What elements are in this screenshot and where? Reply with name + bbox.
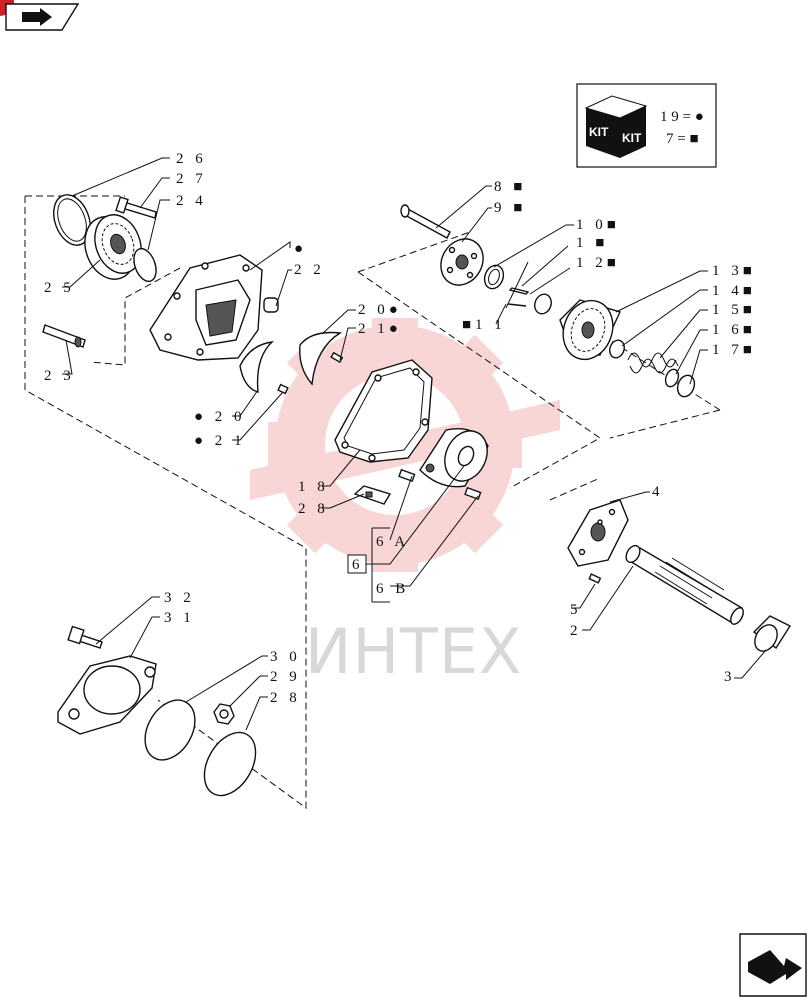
callout-21-lower: ● 2 1 xyxy=(194,433,246,449)
pin-8 xyxy=(400,204,451,239)
callout-10: 1 0■ xyxy=(576,217,620,233)
stud-23 xyxy=(42,324,86,348)
callout-1: 1 ■ xyxy=(576,235,608,251)
callout-22: 2 2 xyxy=(294,262,325,278)
callout-28-upper: 2 8 xyxy=(298,501,329,517)
callout-9: 9 ■ xyxy=(494,200,526,216)
drive-shaft-2 xyxy=(625,544,744,625)
callout-23: 2 3 xyxy=(44,368,75,384)
port-plate-9 xyxy=(440,238,484,286)
callout-18: 1 8 xyxy=(298,479,329,495)
cylinder-barrel-13 xyxy=(559,299,621,361)
callout-4: 4 xyxy=(652,484,664,500)
bolt-27 xyxy=(115,196,157,219)
callout-31: 3 1 xyxy=(164,610,195,626)
flange-cover-31 xyxy=(57,655,157,735)
spring-15 xyxy=(627,352,679,374)
callout-15: 1 5■ xyxy=(712,302,756,318)
callout-2: 2 xyxy=(570,623,582,639)
block-28 xyxy=(353,485,392,505)
pin-11 xyxy=(507,303,527,307)
o-ring-28 xyxy=(203,731,257,797)
callout-6b: 6 B xyxy=(376,581,409,597)
bushing-12 xyxy=(534,293,552,315)
callout-17: 1 7■ xyxy=(712,342,756,358)
callout-30: 3 0 xyxy=(270,649,301,665)
pin-21-left xyxy=(277,383,289,395)
kit-label-left: KIT xyxy=(589,125,609,139)
callout-26: 2 6 xyxy=(176,151,207,167)
callout-11: ■1 1 xyxy=(462,317,506,333)
pin-5 xyxy=(588,573,602,584)
gasket-18 xyxy=(334,359,433,463)
kit-note-circle: 1 9 = ● xyxy=(660,109,704,125)
pump-cover-housing xyxy=(149,254,263,361)
snap-ring-17 xyxy=(676,374,696,398)
callout-6a: 6 A xyxy=(376,534,409,550)
callout-20-upper: 2 0● xyxy=(358,302,402,318)
valve-plate-4 xyxy=(567,499,629,567)
callout-3: 3 xyxy=(724,669,736,685)
callout-21-upper: 2 1● xyxy=(358,321,402,337)
callout-6: 6 xyxy=(352,557,364,573)
kit-legend: KIT KIT 1 9 = ● 7 = ■ xyxy=(576,83,717,168)
washer-14 xyxy=(609,339,625,359)
seal-20-right xyxy=(299,331,343,386)
bushing-22 xyxy=(263,297,279,313)
callout-8: 8 ■ xyxy=(494,179,526,195)
callout-12: 1 2■ xyxy=(576,255,620,271)
cam-ring xyxy=(419,428,489,488)
snap-ring-24 xyxy=(133,247,157,283)
callout-27: 2 7 xyxy=(176,171,207,187)
callout-6-bracket xyxy=(347,527,390,603)
book-arrow-icon[interactable] xyxy=(5,3,80,31)
return-arrow-icon[interactable] xyxy=(739,933,807,997)
washer-16 xyxy=(664,368,680,388)
sleeve-3 xyxy=(752,615,792,652)
seal-20-left xyxy=(239,341,275,393)
pin-6b xyxy=(464,486,482,501)
bearing-25 xyxy=(84,214,142,280)
kit-label-right: KIT xyxy=(622,131,642,145)
pin-6a xyxy=(398,468,416,483)
callout-5: 5 xyxy=(570,602,582,618)
callout-24: 2 4 xyxy=(176,193,207,209)
callout-14: 1 4■ xyxy=(712,283,756,299)
leader-lines xyxy=(62,157,767,731)
bolt-32 xyxy=(67,625,103,649)
callout-20-lower: ● 2 0 xyxy=(194,409,246,425)
callout-28-lower: 2 8 xyxy=(270,690,301,706)
snap-ring-26 xyxy=(53,194,91,246)
nut-29 xyxy=(213,703,235,725)
pin-21-right xyxy=(330,351,344,364)
callout-32: 3 2 xyxy=(164,590,195,606)
callout-25: 2 5 xyxy=(44,280,75,296)
watermark-text: ИНТЕХ xyxy=(305,615,523,688)
callout-16: 1 6■ xyxy=(712,322,756,338)
callout-13: 1 3■ xyxy=(712,263,756,279)
callout-29: 2 9 xyxy=(270,669,301,685)
callout-22-mark: ● xyxy=(294,241,307,257)
ring-10 xyxy=(483,264,505,290)
assembly-dashed-outlines xyxy=(24,195,721,809)
o-ring-30 xyxy=(144,699,196,761)
kit-note-square: 7 = ■ xyxy=(666,131,699,147)
